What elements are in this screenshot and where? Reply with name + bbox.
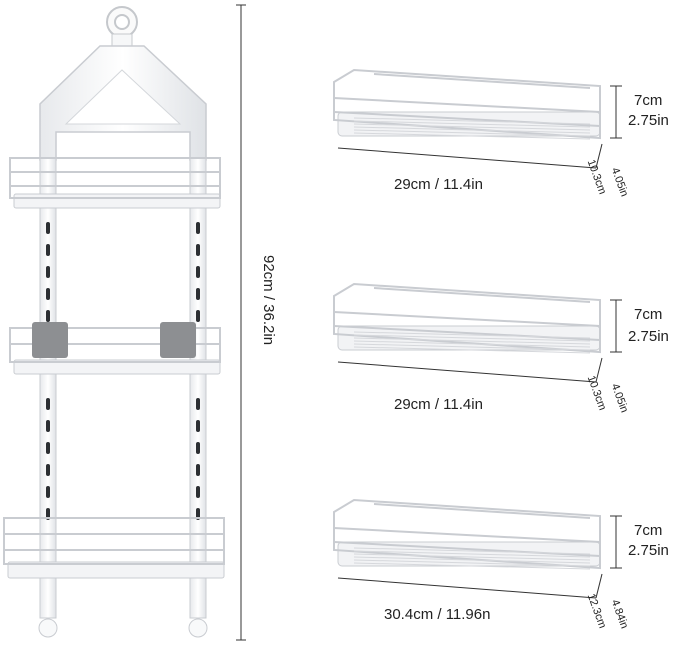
rail-slot (46, 442, 50, 454)
suction-cup-left (38, 618, 58, 638)
adhesive-hook-right (160, 322, 196, 358)
rail-slot (196, 486, 200, 498)
rail-slot (196, 420, 200, 432)
basket-1-width-label: 29cm / 11.4in (394, 176, 483, 193)
rail-slot (46, 266, 50, 278)
rail-slot (46, 244, 50, 256)
rail-slot (196, 464, 200, 476)
basket-2-height-cm: 7cm (634, 306, 663, 323)
basket-2-drawing (333, 282, 622, 383)
caddy-basket-bottom (3, 517, 225, 579)
basket-3-height-cm: 7cm (634, 522, 663, 539)
adhesive-hook-left (32, 322, 68, 358)
basket-3-height-in: 2.75in (628, 542, 669, 559)
suction-cup-right (188, 618, 208, 638)
basket-1-height-cm: 7cm (634, 92, 663, 109)
basket-2-width-label: 29cm / 11.4in (394, 396, 483, 413)
rail-slot (46, 464, 50, 476)
rail-slots (46, 222, 200, 520)
rail-slot (46, 310, 50, 322)
rail-slot (46, 398, 50, 410)
rail-slot (46, 486, 50, 498)
rail-slot (196, 310, 200, 322)
rail-slot (46, 288, 50, 300)
basket-3-drawing (333, 498, 622, 599)
basket-1-height-in: 2.75in (628, 112, 669, 129)
height-label: 92cm / 36.2in (260, 255, 277, 346)
hanger-hook (106, 6, 138, 49)
rail-slot (196, 398, 200, 410)
basket-1-drawing (333, 68, 622, 169)
caddy-basket-middle (9, 322, 221, 375)
rail-slot (196, 266, 200, 278)
rail-slot (196, 222, 200, 234)
rail-slot (196, 288, 200, 300)
rail-slot (196, 244, 200, 256)
rail-slot (46, 420, 50, 432)
rail-slot (46, 222, 50, 234)
rail-slot (196, 442, 200, 454)
basket-2-height-in: 2.75in (628, 328, 669, 345)
basket-3-width-label: 30.4cm / 11.96n (384, 606, 491, 623)
height-dimension-line (236, 4, 246, 641)
caddy-basket-top (9, 157, 221, 209)
